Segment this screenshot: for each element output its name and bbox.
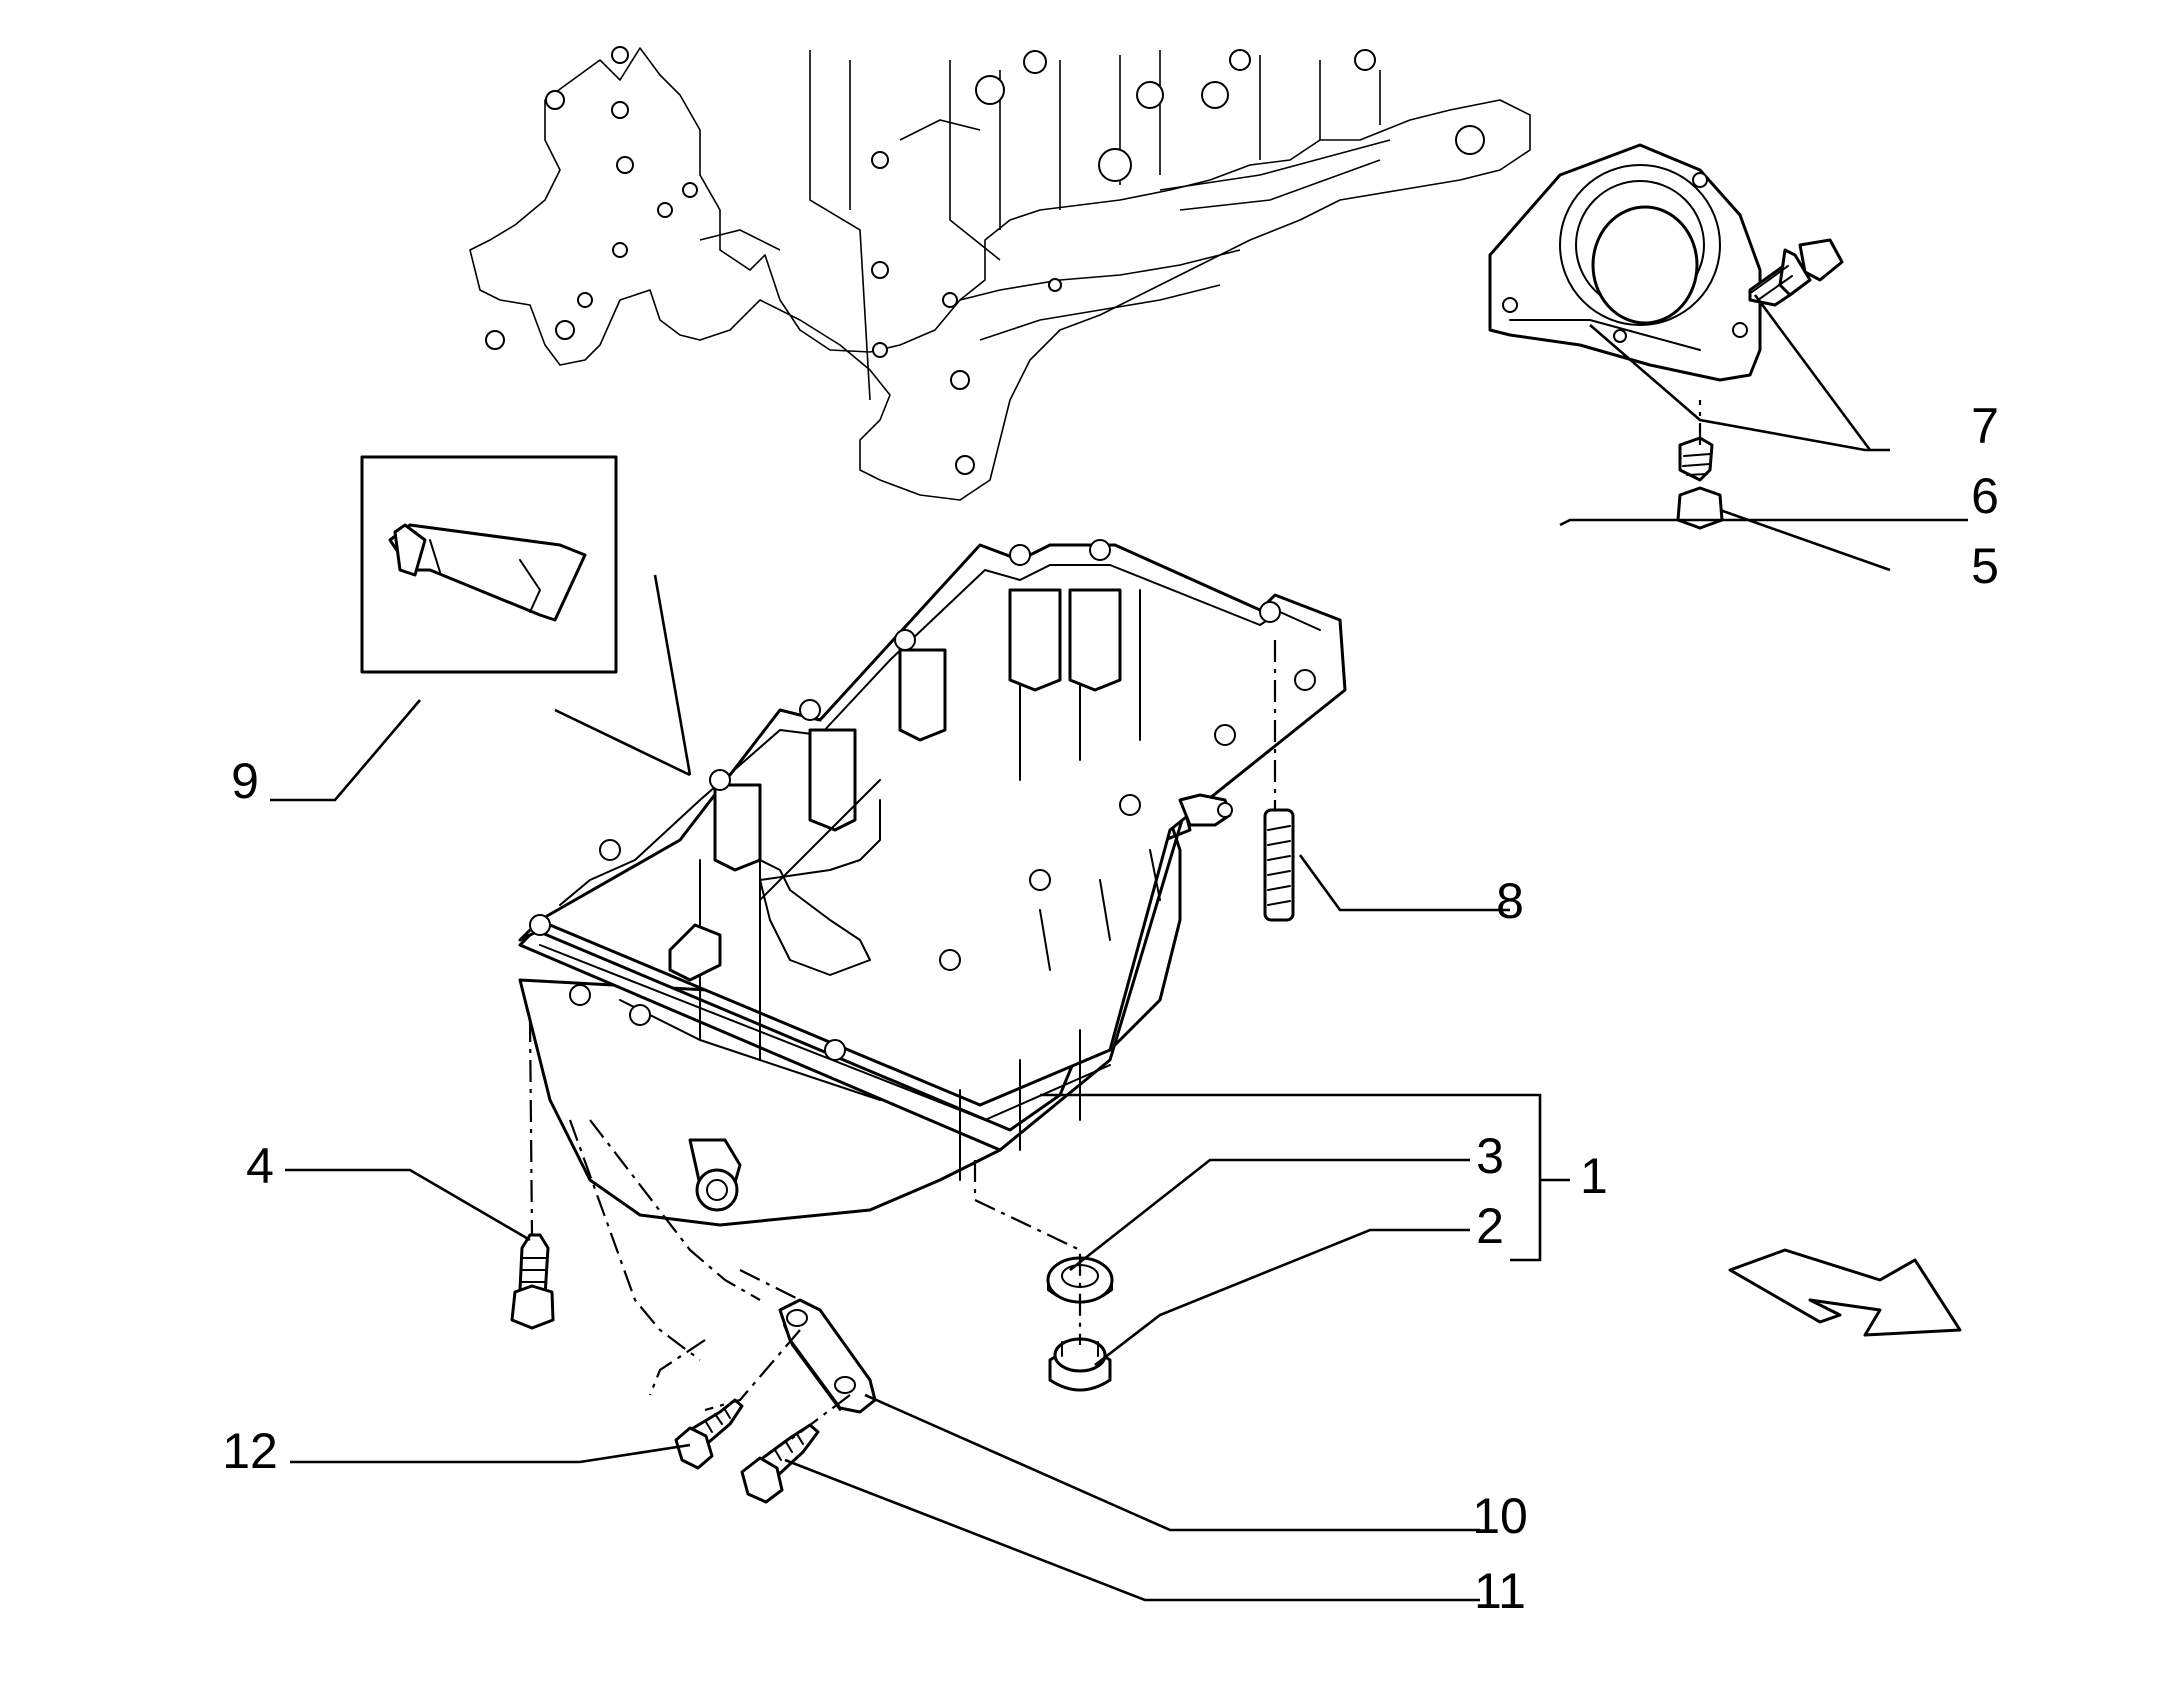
bracket-bolt-short (674, 1398, 744, 1470)
stud (1263, 808, 1295, 922)
oil-pan-bolt (510, 1233, 555, 1330)
callout-7: 7 (1971, 398, 1999, 454)
bracket-plate (778, 1298, 877, 1414)
callout-12: 12 (222, 1423, 278, 1479)
oil-pan (518, 539, 1347, 1227)
callout-5: 5 (1971, 538, 1999, 594)
callout-3: 3 (1476, 1128, 1504, 1184)
callout-8: 8 (1496, 873, 1524, 929)
seal-cover-screw (1676, 436, 1724, 530)
callout-4: 4 (246, 1138, 274, 1194)
drain-plug (1048, 1337, 1112, 1392)
callout-2: 2 (1476, 1198, 1504, 1254)
callout-9: 9 (231, 753, 259, 809)
arrow-icon (1728, 1248, 1962, 1337)
seal-cover-bolt (1748, 238, 1844, 307)
callout-10: 10 (1472, 1488, 1528, 1544)
flange-bolt-holes (529, 539, 1316, 1061)
sealant-box (360, 455, 618, 674)
callout-11: 11 (1474, 1563, 1526, 1619)
callout-labels: 1 2 3 4 5 6 7 8 9 10 11 12 (222, 398, 1999, 1619)
leader-lines (270, 294, 1968, 1602)
sealant-tube-icon (388, 523, 587, 622)
rear-oil-seal-cover (1488, 143, 1762, 382)
assembly-center-lines (528, 400, 1702, 1441)
drain-plug-washer (1046, 1256, 1114, 1304)
engine-block-outline (469, 46, 1531, 501)
callout-6: 6 (1971, 468, 1999, 524)
callout-1: 1 (1580, 1148, 1608, 1204)
bracket-bolt-long (740, 1423, 820, 1504)
